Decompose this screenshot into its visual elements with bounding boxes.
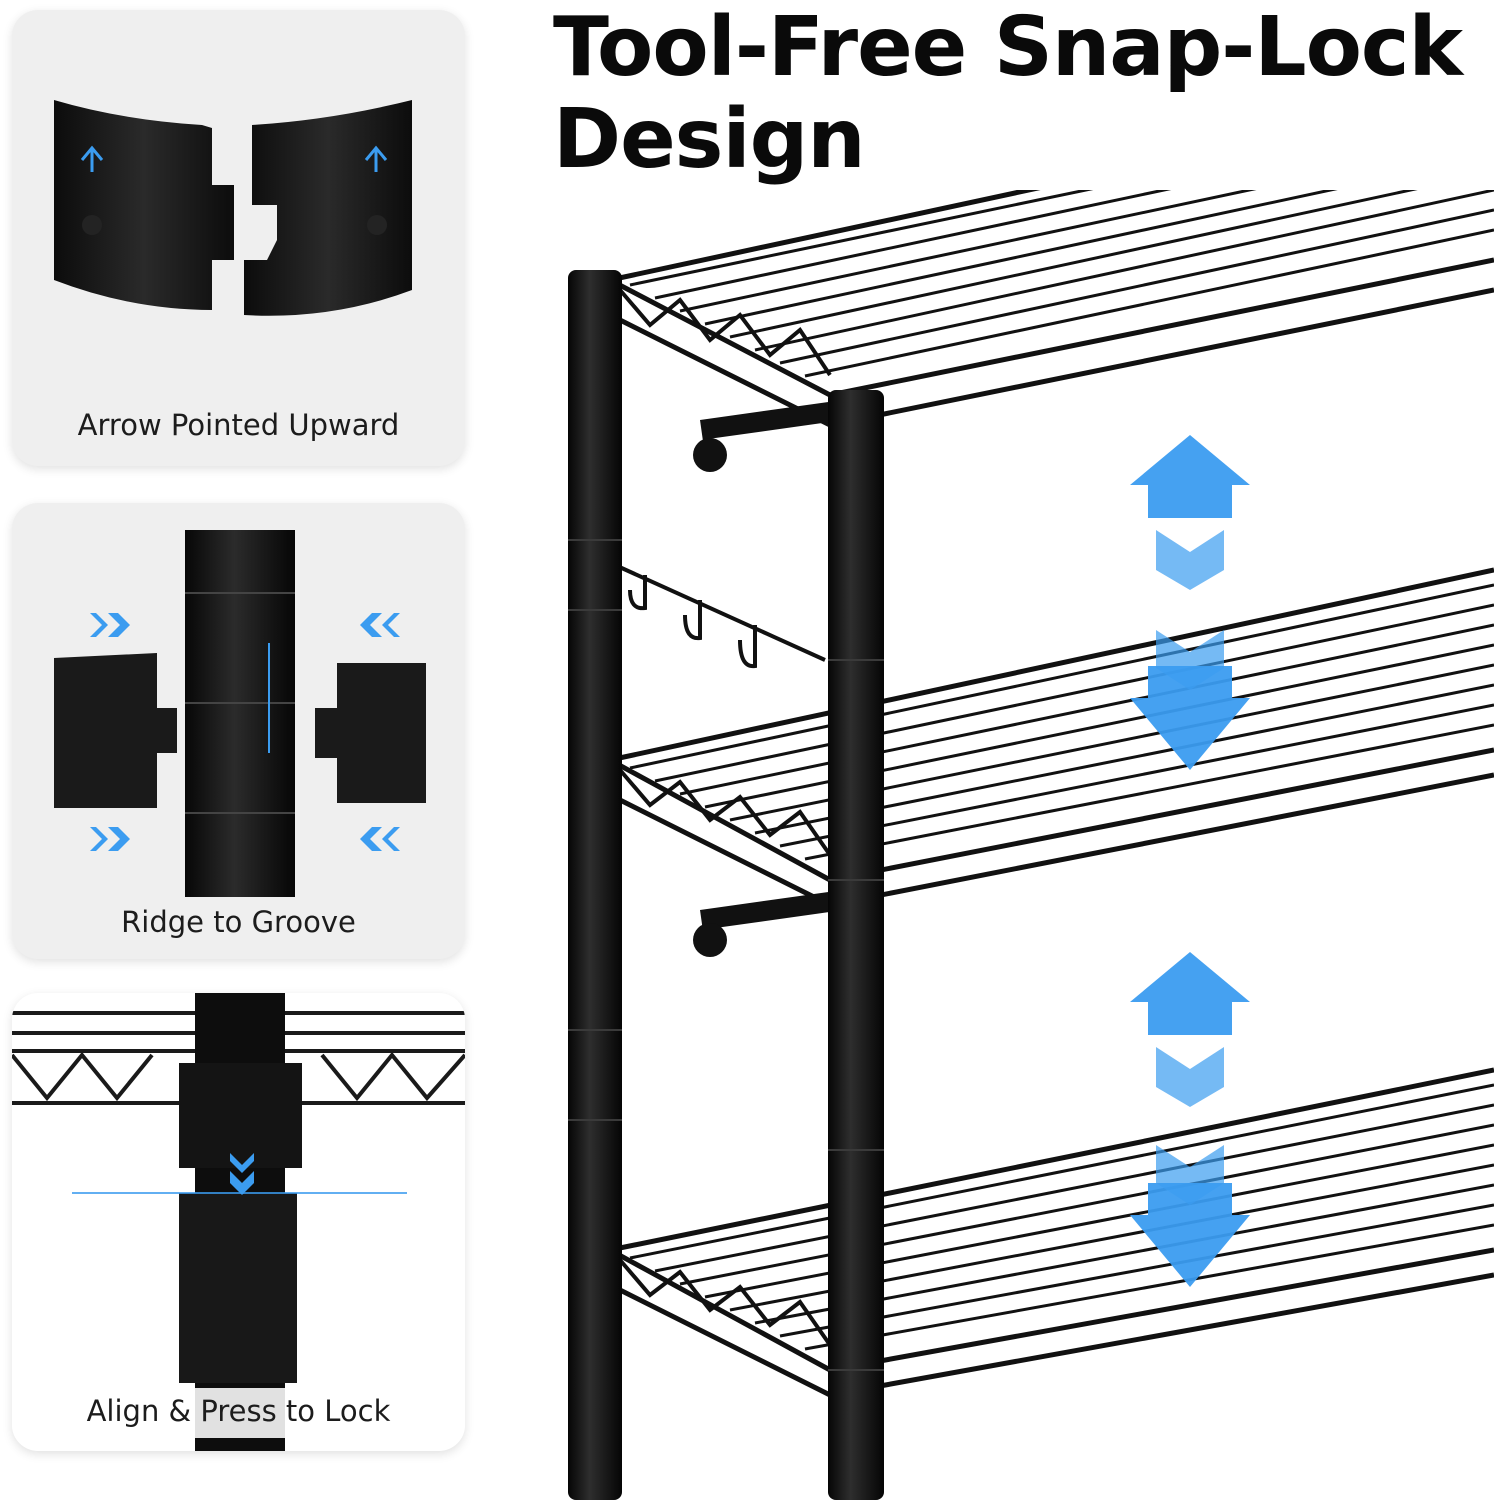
step-card-align-press: Align & Press to Lock (12, 993, 465, 1451)
snap-clip-pair-illustration (54, 100, 412, 316)
wire-shelf-top (608, 190, 1494, 428)
step-card-arrow-up: Arrow Pointed Upward (12, 10, 465, 466)
down-arrow-icon (1130, 630, 1250, 1287)
side-hook-rail (614, 563, 826, 669)
align-press-illustration (12, 993, 465, 1451)
wire-shelf-middle (608, 567, 1494, 908)
ridge-groove-illustration (54, 530, 426, 897)
step-caption-align-press: Align & Press to Lock (12, 1388, 465, 1438)
wire-shelf-bottom (608, 1067, 1494, 1398)
hanging-rod (693, 401, 837, 957)
double-chevron-down-icon (230, 1153, 254, 1195)
up-arrow-icon (80, 145, 388, 172)
shelf-post-front (828, 390, 884, 1500)
shelf-post-back (568, 270, 622, 1500)
wire-shelving-unit-illustration (568, 190, 1494, 1500)
step-card-ridge-groove: Ridge to Groove (12, 503, 465, 959)
double-chevron-left-icon (360, 613, 400, 851)
headline-line-1: Tool-Free Snap-Lock (553, 0, 1463, 95)
headline-line-2: Design (553, 92, 866, 187)
double-chevron-right-icon (90, 613, 130, 851)
step-caption-ridge-groove: Ridge to Groove (121, 905, 356, 939)
step-caption-arrow-up: Arrow Pointed Upward (77, 408, 400, 442)
up-arrow-icon (1130, 435, 1250, 1107)
page-headline: Tool-Free Snap-Lock Design (553, 2, 1483, 186)
